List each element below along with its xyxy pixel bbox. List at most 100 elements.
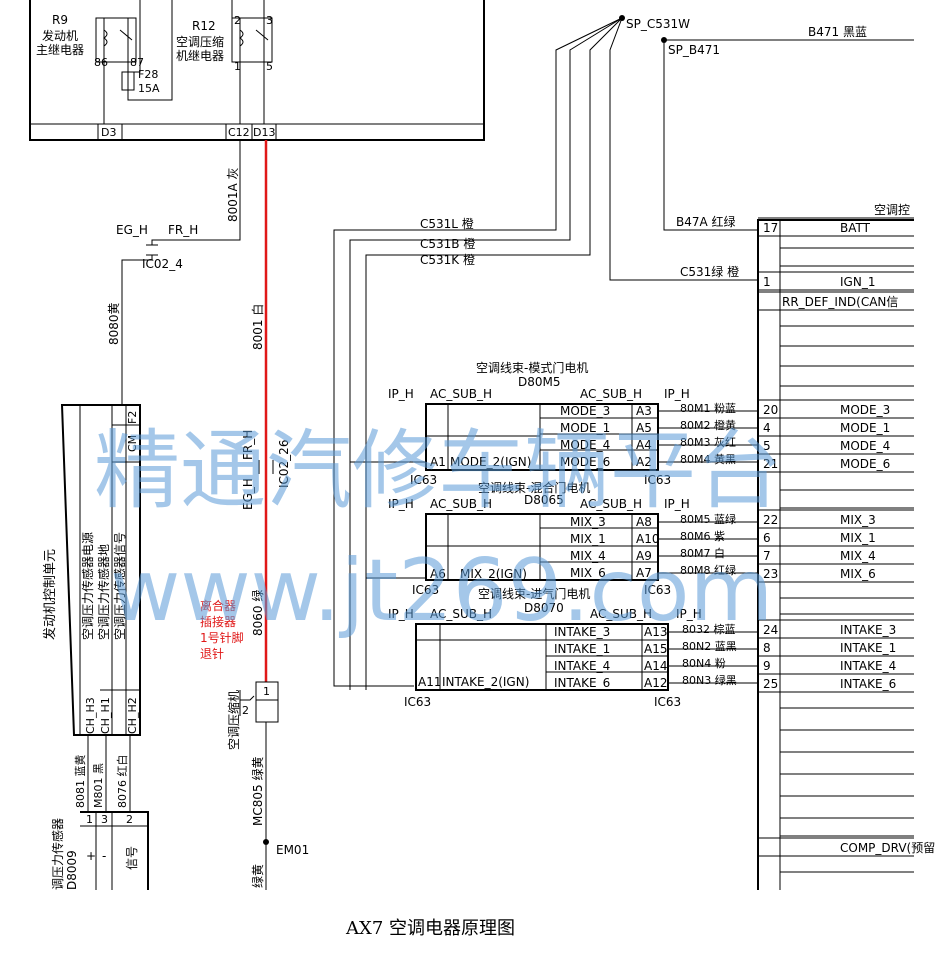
mix-ip-h: IP_H	[388, 497, 414, 511]
sensor-title2: D8009	[65, 850, 79, 890]
mix-ip-h-right: IP_H	[664, 497, 690, 511]
mode-motor-code: D80M5	[518, 375, 561, 389]
mode-ign-pin: A1	[430, 455, 446, 469]
mix-row-wire: 80M6 紫	[680, 530, 725, 543]
mode-ign: MODE_2(IGN)	[450, 455, 531, 469]
ac-row-pin: 22	[763, 513, 778, 527]
pressure-sensor	[80, 811, 149, 890]
diagram-caption: AX7 空调电器原理图	[345, 918, 515, 939]
pin-d3: D3	[101, 126, 116, 139]
mode-ic63-right: IC63	[644, 473, 671, 487]
mode-row-pin: A3	[636, 404, 652, 418]
mode-row-name: MODE_3	[560, 404, 610, 418]
conn-ic02-26: IC02_26	[277, 440, 291, 488]
relay-pin3: 3	[266, 14, 273, 27]
note-line3: 1号针脚	[200, 630, 244, 645]
watermark-line2: www.jt269.com	[110, 541, 773, 641]
mode-row-pin: A4	[636, 438, 652, 452]
mode-ip-h-right: IP_H	[664, 387, 690, 401]
ecu-pin-h2: CH_H2	[126, 697, 139, 734]
r12-desc2: 机继电器	[176, 49, 224, 63]
wire-c531b: C531B 橙	[420, 236, 475, 251]
ac-row-pin: 20	[763, 403, 778, 417]
wire-b47a: B47A 红绿	[676, 214, 736, 229]
compressor-label: 空调压缩机	[226, 690, 241, 750]
r9-desc1: 发动机	[42, 28, 78, 43]
ac-row-pin: 24	[763, 623, 778, 637]
ecu-pin-cm: CM	[126, 435, 139, 452]
ecu-label-power: 空调压力传感器电源	[80, 532, 95, 640]
ac-row-name: MIX_6	[840, 567, 876, 581]
mix-row-pin: A7	[636, 566, 652, 580]
intake-motor-title: 空调线束-进气门电机	[478, 586, 590, 601]
note-line4: 退针	[200, 646, 224, 661]
mix-ac-sub-left: AC_SUB_H	[430, 497, 492, 511]
intake-ip-h: IP_H	[388, 607, 414, 621]
mix-motor-title: 空调线束-混合门电机	[478, 480, 590, 495]
sensor-wires	[87, 735, 131, 812]
splice-c531w: SP_C531W	[626, 17, 690, 31]
r9-desc2: 主继电器	[36, 43, 84, 57]
wire-8081: 8081 蓝黄	[73, 755, 87, 809]
intake-row-name: INTAKE_6	[554, 676, 610, 690]
mix-motor-code: D8065	[524, 493, 564, 507]
ac-row-pin: 9	[763, 659, 771, 673]
compressor-pin1: 1	[263, 685, 270, 698]
splice-b471-dot	[661, 37, 667, 43]
ac-row-name: RR_DEF_IND(CAN信	[782, 295, 898, 309]
ac-row-name: INTAKE_3	[840, 623, 896, 637]
intake-ic63-right: IC63	[654, 695, 681, 709]
note-line1: 离合器	[200, 598, 236, 613]
pin86-label: 86	[94, 56, 108, 69]
mode-motor	[350, 403, 659, 471]
pin-d13: D13	[253, 126, 275, 139]
intake-row-pin: A15	[644, 642, 667, 656]
conn-ic02-4: IC02_4	[142, 257, 183, 271]
pin-c12: C12	[228, 126, 250, 139]
intake-row-pin: A13	[644, 625, 667, 639]
mode-ac-sub-right: AC_SUB_H	[580, 387, 642, 401]
wire-8076: 8076 红白	[115, 755, 129, 809]
mode-ip-h: IP_H	[388, 387, 414, 401]
intake-motor-code: D8070	[524, 601, 564, 615]
intake-ac-sub-left: AC_SUB_H	[430, 607, 492, 621]
wire-mc805: MC805 绿黄	[250, 757, 265, 826]
relay-pin2: 2	[234, 14, 241, 27]
ac-row-name: IGN_1	[840, 275, 875, 289]
wire-c531k: C531K 橙	[420, 252, 475, 267]
splice-wires	[333, 17, 914, 690]
mode-motor-title: 空调线束-模式门电机	[476, 360, 588, 375]
watermark-line1: 精通汽修车辆平台	[94, 421, 782, 521]
ac-row-name: INTAKE_6	[840, 677, 896, 691]
ac-row-name: MODE_6	[840, 457, 890, 471]
ac-row-name: INTAKE_4	[840, 659, 896, 673]
pin87-label: 87	[130, 56, 144, 69]
ac-row-pin: 7	[763, 549, 771, 563]
r12-name: R12	[192, 19, 216, 33]
ac-row-pin: 1	[763, 275, 771, 289]
ac-row-pin: 17	[763, 221, 778, 235]
intake-row-pin: A14	[644, 659, 667, 673]
compressor-connector	[239, 681, 279, 890]
compressor-pin2: 2	[242, 704, 249, 717]
ecu-label-ground: 空调压力传感器地	[96, 544, 111, 640]
ac-row-name: MIX_3	[840, 513, 876, 527]
ac-row-name: COMP_DRV(预留	[840, 841, 935, 855]
ac-control-box	[757, 219, 914, 890]
mix-row-name: MIX_3	[570, 515, 606, 529]
mix-row-pin: A9	[636, 549, 652, 563]
ac-row-pin: 6	[763, 531, 771, 545]
sensor-pin3: 3	[101, 813, 108, 826]
mode-row-name: MODE_4	[560, 438, 610, 452]
sensor-pin2: 2	[126, 813, 133, 826]
intake-row-pin: A12	[644, 676, 667, 690]
mix-row-name: MIX_6	[570, 566, 606, 580]
sensor-pin1: 1	[86, 813, 93, 826]
conn-fr-h-mid: FR_H	[241, 430, 255, 460]
ic02-26-connector	[258, 460, 274, 474]
intake-ac-sub-right: AC_SUB_H	[590, 607, 652, 621]
note-line2: 插接器	[200, 614, 236, 629]
mode-ac-sub-left: AC_SUB_H	[430, 387, 492, 401]
wire-8001: 8001 白	[250, 304, 265, 350]
ac-ctrl-title: 空调控	[874, 203, 910, 217]
